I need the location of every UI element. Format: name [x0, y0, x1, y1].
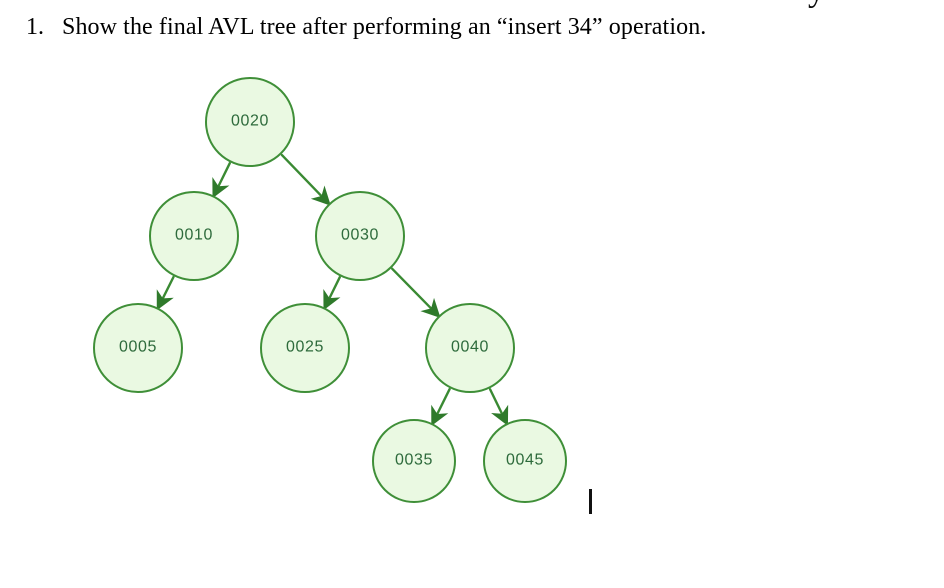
- question-number: 1.: [26, 14, 44, 40]
- tree-node-0035: 0035: [372, 419, 456, 503]
- tree-edge: [328, 276, 341, 299]
- tree-edge: [161, 275, 175, 300]
- tree-edge: [391, 267, 432, 310]
- tree-node-label: 0045: [506, 451, 544, 469]
- tree-edge: [488, 388, 504, 415]
- tree-node-label: 0035: [395, 451, 433, 469]
- tree-node-0045: 0045: [483, 419, 567, 503]
- tree-node-label: 0020: [231, 112, 269, 130]
- tree-node-0025: 0025: [260, 303, 350, 393]
- tree-edge: [217, 162, 231, 187]
- question-text: Show the final AVL tree after performing…: [62, 14, 707, 40]
- tree-edge: [280, 153, 323, 197]
- tree-node-label: 0010: [175, 226, 213, 244]
- tree-node-label: 0005: [119, 338, 157, 356]
- question-line: 1. Show the final AVL tree after perform…: [26, 14, 906, 48]
- clipped-descender-glyph: y: [808, 0, 848, 8]
- tree-node-0040: 0040: [425, 303, 515, 393]
- tree-edge-arrowhead: [323, 289, 341, 311]
- tree-node-0020: 0020: [205, 77, 295, 167]
- tree-node-0005: 0005: [93, 303, 183, 393]
- tree-node-label: 0040: [451, 338, 489, 356]
- tree-node-label: 0030: [341, 226, 379, 244]
- tree-edge-arrowhead: [156, 289, 174, 311]
- tree-edge-arrowhead: [212, 177, 230, 199]
- tree-node-label: 0025: [286, 338, 324, 356]
- text-caret: [589, 489, 592, 514]
- tree-node-0030: 0030: [315, 191, 405, 281]
- tree-edge: [436, 388, 451, 415]
- tree-node-0010: 0010: [149, 191, 239, 281]
- tree-edge-arrowhead: [431, 404, 449, 427]
